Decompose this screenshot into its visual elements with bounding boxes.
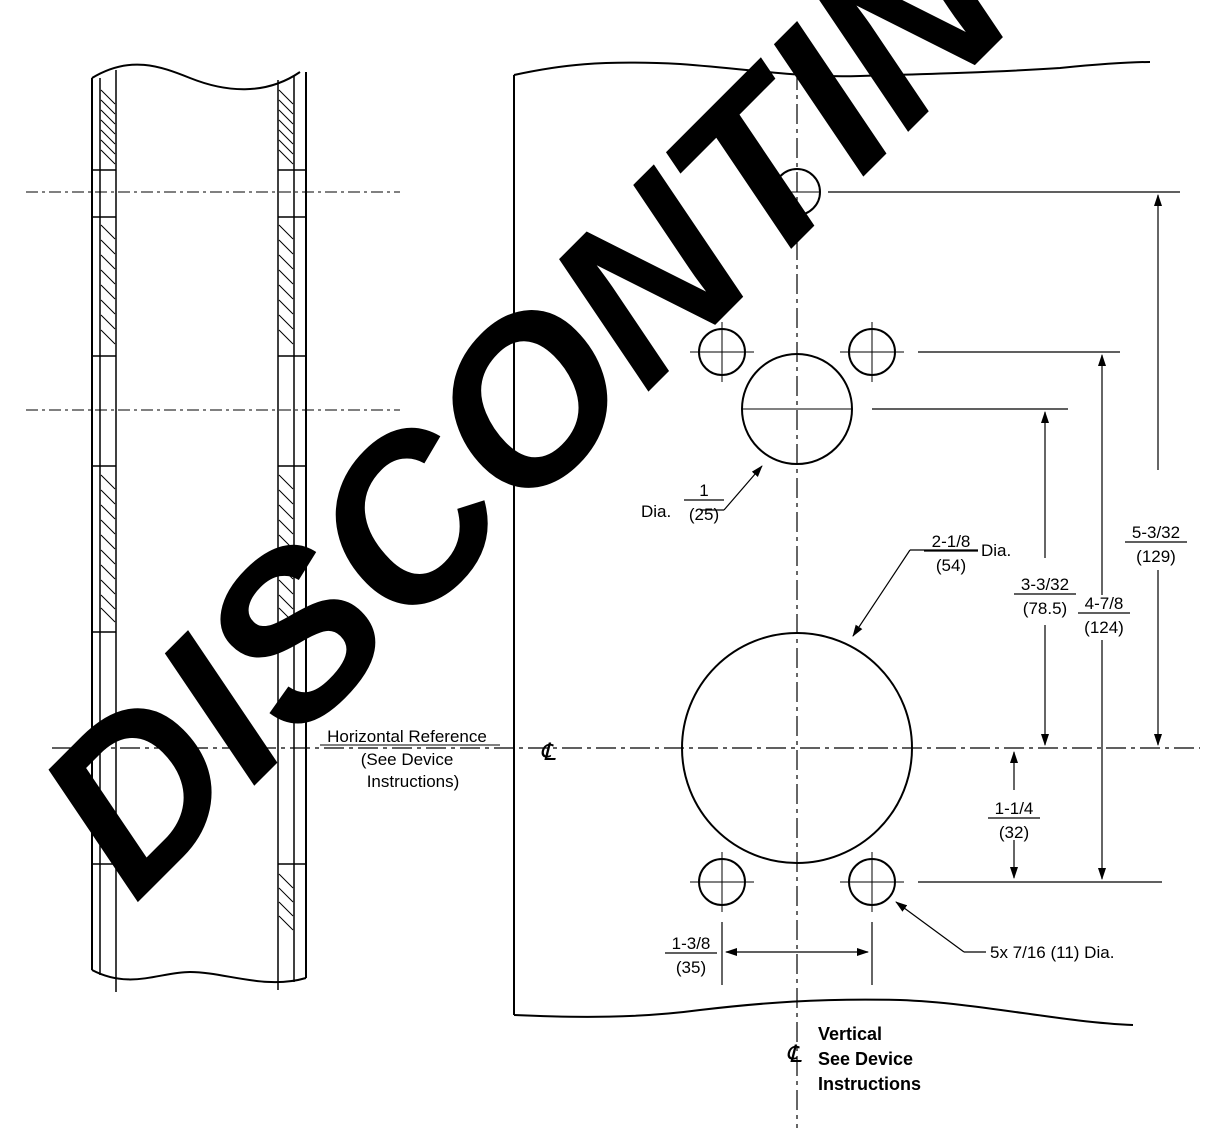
fraction-bars xyxy=(665,499,1187,954)
door-edge-bottom-break xyxy=(91,969,307,984)
door-edge-top-break xyxy=(91,63,301,91)
dim-124-num: 4-7/8 xyxy=(1085,594,1124,613)
dimension-labels: Dia. 1 (25) 2-1/8 (54) Dia. 3-3/32 (78.5… xyxy=(641,481,1180,977)
dimension-arrows xyxy=(700,194,1162,956)
hole-crosshairs xyxy=(690,191,904,912)
dim-129-num: 5-3/32 xyxy=(1132,523,1180,542)
mount-holes-label: 5x 7/16 (11) Dia. xyxy=(990,943,1114,962)
discontinued-watermark: DISCONTINUED xyxy=(0,0,1227,940)
vertical-see-device: See Device xyxy=(818,1049,913,1069)
extension-lines xyxy=(721,191,1180,985)
dim-35-den: (35) xyxy=(676,958,706,977)
door-edge-reference-lines xyxy=(26,191,400,411)
dia-54-leader xyxy=(852,549,911,637)
dia-54-num: 2-1/8 xyxy=(932,532,971,551)
dim-129-den: (129) xyxy=(1136,547,1176,566)
door-face-outline xyxy=(513,61,1151,1026)
horizontal-reference-see-device: (See Device xyxy=(361,750,454,769)
dia-25-num: 1 xyxy=(699,481,708,500)
door-edge-section xyxy=(91,63,307,992)
main-bore-hole xyxy=(681,632,913,864)
dim-35-num: 1-3/8 xyxy=(672,934,711,953)
dim-32-den: (32) xyxy=(999,823,1029,842)
dim-78-num: 3-3/32 xyxy=(1021,575,1069,594)
vertical-centerline-symbol: ℄ xyxy=(786,1040,802,1068)
door-edge-hatching xyxy=(100,89,294,931)
dia-25-den: (25) xyxy=(689,505,719,524)
mount-holes-leader xyxy=(895,901,965,953)
horizontal-reference-instructions: Instructions) xyxy=(367,772,460,791)
horizontal-reference-label: Horizontal Reference xyxy=(327,727,487,746)
vertical-instructions: Instructions xyxy=(818,1074,921,1094)
dim-124-den: (124) xyxy=(1084,618,1124,637)
dia-54-suffix: Dia. xyxy=(981,541,1011,560)
dia-54-den: (54) xyxy=(936,556,966,575)
horizontal-centerline-symbol: ℄ xyxy=(540,738,556,766)
dia-25-prefix: Dia. xyxy=(641,502,671,521)
dim-32-num: 1-1/4 xyxy=(995,799,1034,818)
dia-25-leader xyxy=(723,465,763,511)
vertical-label: Vertical xyxy=(818,1024,882,1044)
dim-78-den: (78.5) xyxy=(1023,599,1067,618)
